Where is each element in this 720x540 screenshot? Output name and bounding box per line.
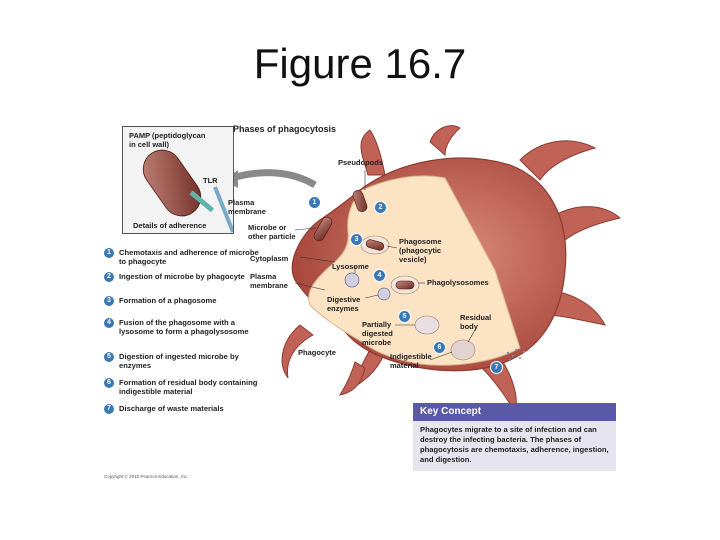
marker-step-3: 3 (350, 233, 363, 246)
pseudopods-label: Pseudopods (338, 158, 384, 167)
tlr-label: TLR (203, 176, 218, 185)
key-concept-header: Key Concept (413, 403, 616, 421)
step-text: Ingestion of microbe by phagocyte (119, 272, 245, 281)
phagocyte-illustration (224, 125, 622, 414)
marker-step-6: 6 (433, 341, 446, 354)
phagolysosomes-label: Phagolysosomes (427, 278, 489, 287)
key-concept-box: Key Concept Phagocytes migrate to a site… (413, 403, 616, 471)
step-number: 4 (104, 318, 114, 328)
marker-step-2: 2 (374, 201, 387, 214)
waste-material (506, 348, 526, 361)
key-concept-text: Phagocytes migrate to a site of infectio… (420, 425, 609, 464)
slide-title: Figure 16.7 (253, 40, 467, 87)
copyright-notice: Copyright © 2010 Pearson Education, Inc. (104, 474, 189, 479)
lysosome-1 (344, 272, 360, 288)
phagolysosome-2 (414, 315, 440, 335)
step-number: 1 (104, 248, 114, 258)
partially-digested-label: Partially digested microbe (362, 320, 393, 347)
inset-caption: Details of adherence (133, 221, 207, 230)
step-text: Formation of a phagosome (119, 296, 217, 305)
digestive-enzymes-label: Digestive enzymes (327, 295, 361, 313)
figure-title: Phases of phagocytosis (233, 124, 337, 134)
marker-step-4: 4 (373, 269, 386, 282)
cytoplasm-cutaway (308, 175, 521, 366)
residual-body (450, 339, 476, 361)
lysosome-label: Lysosome (332, 262, 369, 271)
step-text: Digestion of ingested microbe by enzymes (119, 352, 239, 370)
step-text: Fusion of the phagosome with a lysosome … (119, 318, 249, 336)
residual-body-label: Residual body (460, 313, 492, 331)
step-text: Discharge of waste materials (119, 404, 224, 413)
pamp-label: PAMP (peptidoglycan in cell wall) (129, 131, 206, 149)
microbe-stage2 (352, 190, 368, 212)
microbe-label: Microbe or other particle (248, 223, 296, 241)
plasma-membrane-label: Plasma membrane (250, 272, 288, 290)
step-number: 5 (104, 352, 114, 362)
phagocyte-label: Phagocyte (298, 348, 336, 357)
microbe-stage1 (313, 216, 333, 242)
step-number: 6 (104, 378, 114, 388)
key-concept-title: Key Concept (420, 406, 482, 417)
marker-step-7: 7 (490, 361, 503, 374)
phagosome-label: Phagosome (phagocytic vesicle) (399, 237, 442, 264)
step-number: 3 (104, 296, 114, 306)
phagocytosis-figure: PAMP (peptidoglycan in cell wall) TLR De… (100, 120, 625, 485)
step-number: 2 (104, 272, 114, 282)
step-text: Formation of residual body containing in… (119, 378, 258, 396)
inset-plasma-membrane-label: Plasma membrane (228, 198, 266, 216)
inset-illustration (142, 149, 233, 233)
adherence-inset: PAMP (peptidoglycan in cell wall) TLR De… (122, 126, 234, 234)
inset-arrow (231, 169, 317, 189)
cytoplasm-label: Cytoplasm (250, 254, 289, 263)
indigestible-material-label: Indigestible material (390, 352, 432, 370)
lysosome-2 (377, 287, 391, 301)
step-text: Chemotaxis and adherence of microbe to p… (119, 248, 259, 266)
marker-step-5: 5 (398, 310, 411, 323)
step-number: 7 (104, 404, 114, 414)
marker-step-1: 1 (308, 196, 321, 209)
